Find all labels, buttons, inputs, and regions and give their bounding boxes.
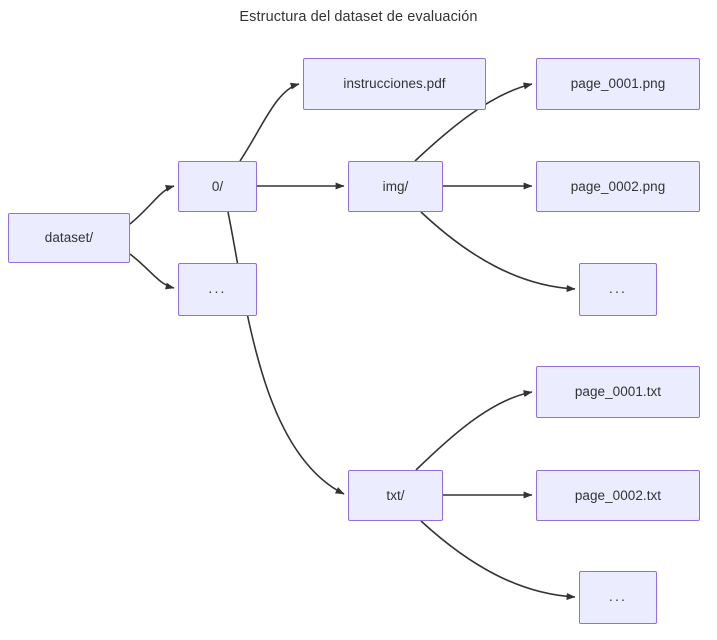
node-label-page1txt: page_0001.txt — [574, 384, 662, 400]
node-page1png[interactable]: page_0001.png — [536, 58, 700, 110]
node-label-instrucciones: instrucciones.pdf — [343, 76, 446, 92]
diagram-title: Estructura del dataset de evaluación — [239, 9, 478, 25]
node-label-page1png: page_0001.png — [570, 76, 666, 92]
node-txt[interactable]: txt/ — [348, 470, 443, 521]
node-label-dots_txt: ... — [608, 587, 628, 604]
node-dataset[interactable]: dataset/ — [8, 213, 130, 263]
node-label-dots_root: ... — [208, 279, 227, 296]
node-img[interactable]: img/ — [348, 161, 443, 212]
node-dots_root[interactable]: ... — [178, 263, 257, 316]
node-label-dots_img: ... — [608, 279, 628, 296]
node-dots_img[interactable]: ... — [579, 263, 657, 316]
node-label-img: img/ — [382, 178, 409, 194]
node-dots_txt[interactable]: ... — [579, 571, 657, 624]
node-zero[interactable]: 0/ — [178, 161, 257, 212]
node-label-page2png: page_0002.png — [570, 178, 666, 194]
node-label-page2txt: page_0002.txt — [574, 487, 662, 503]
node-page2txt[interactable]: page_0002.txt — [536, 470, 700, 521]
node-page2png[interactable]: page_0002.png — [536, 161, 700, 212]
node-label-zero: 0/ — [211, 178, 224, 194]
node-instrucciones[interactable]: instrucciones.pdf — [303, 58, 486, 110]
node-page1txt[interactable]: page_0001.txt — [536, 366, 700, 418]
node-label-dataset: dataset/ — [44, 230, 94, 246]
node-label-txt: txt/ — [386, 487, 405, 503]
